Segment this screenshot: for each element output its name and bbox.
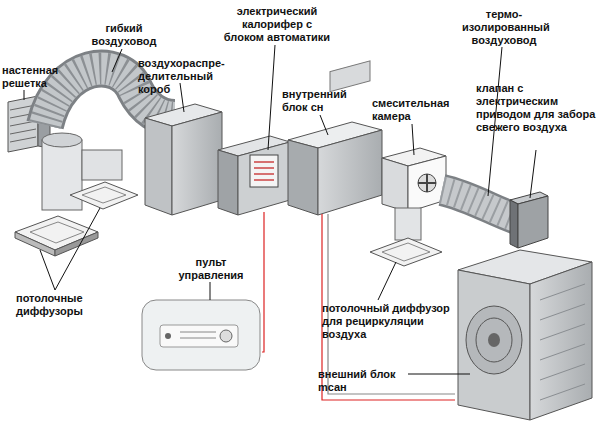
leader-line	[320, 115, 328, 135]
leader-line	[210, 282, 211, 300]
leader-line	[112, 49, 122, 72]
duct-collar	[42, 133, 82, 147]
callout-label: внешний блок mcaн	[318, 368, 410, 394]
leader-line	[530, 150, 536, 198]
leader-line	[378, 262, 396, 300]
heater-front	[218, 150, 238, 215]
diffuser-grid	[82, 187, 126, 203]
outdoor-unit-side	[530, 262, 592, 420]
damper-wheel	[418, 174, 436, 192]
diffuser-edge	[55, 232, 98, 256]
insulated-duct	[442, 190, 520, 220]
heater-side	[238, 142, 290, 215]
diffuser-plenum	[42, 140, 82, 210]
mixing-chamber-front	[382, 158, 408, 212]
distribution-box-front	[145, 118, 172, 215]
callout-label: смесительная камера	[372, 97, 452, 123]
valve-front	[510, 200, 518, 248]
fan-grille	[466, 306, 522, 374]
indoor-unit-panel	[330, 61, 370, 92]
leader-line	[412, 124, 414, 155]
callout-label: клапан с электрическим приводом для забо…	[476, 82, 596, 134]
diffuser-plenum	[82, 150, 122, 180]
remote-buttons	[180, 332, 216, 338]
control-wire	[262, 212, 264, 352]
leader-line	[408, 374, 470, 375]
indoor-unit-front	[288, 140, 318, 215]
recirculation-plenum	[395, 208, 421, 240]
diffuser-grid	[30, 222, 84, 243]
valve-side	[518, 196, 548, 248]
diffuser-grid	[382, 243, 430, 261]
callout-label: настенная решетка	[2, 64, 64, 90]
outdoor-unit-front	[458, 270, 530, 420]
callout-label: внутренний блок cн	[282, 88, 358, 114]
callout-label: электрический калорифер с блоком автомат…	[222, 5, 332, 44]
callout-label: термо- изолированный воздуховод	[462, 8, 546, 47]
leader-line	[40, 250, 55, 290]
leader-lines	[24, 45, 536, 374]
remote-panel	[160, 325, 238, 347]
recirculation-diffuser	[370, 238, 442, 266]
ceiling-diffuser	[15, 216, 98, 250]
heater-coils	[254, 162, 274, 180]
slat	[10, 137, 36, 142]
insulated-duct-shadow	[442, 190, 520, 220]
automation-block	[250, 155, 278, 187]
callout-label: пульт управления	[176, 256, 246, 282]
leader-line	[55, 208, 100, 290]
leader-line	[24, 90, 25, 100]
leader-line	[268, 45, 275, 150]
callout-label: воздухораспре- делительный короб	[138, 57, 248, 96]
fan-hub	[488, 333, 500, 347]
remote-knob	[220, 330, 232, 342]
remote-control	[142, 300, 260, 370]
callout-label: потолочный диффузор для рециркуляции воз…	[322, 302, 470, 341]
remote-logo	[165, 333, 171, 339]
fan-grille-ring	[476, 318, 512, 362]
callout-label: гибкий воздуховод	[88, 22, 160, 48]
duct-ribs	[442, 190, 520, 220]
callout-label: потолочные диффузоры	[16, 292, 101, 318]
indoor-unit-side	[318, 130, 382, 215]
slat	[10, 129, 36, 134]
ceiling-diffuser	[70, 182, 138, 209]
distribution-box-side	[172, 112, 222, 215]
coil-fins	[540, 284, 585, 400]
diffuser-edge	[15, 232, 55, 256]
leader-line	[180, 83, 184, 112]
damper-handle	[418, 174, 436, 192]
